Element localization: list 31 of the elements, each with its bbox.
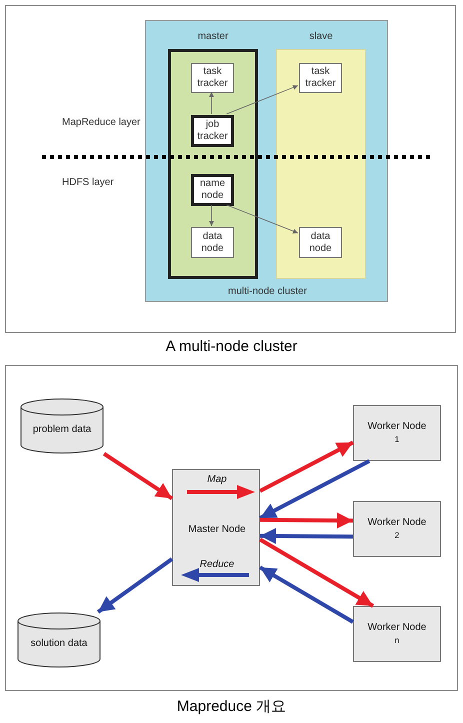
arrow (96, 557, 174, 614)
process-box: data node (299, 227, 342, 258)
process-box: task tracker (299, 63, 342, 93)
layer-label: HDFS layer (61, 177, 115, 189)
arrow (260, 528, 354, 544)
arrow (226, 85, 298, 114)
column-heading: master (196, 31, 230, 43)
map-label: Map (206, 474, 228, 486)
layer-label: MapReduce layer (61, 117, 142, 129)
cylinder-label: solution data (30, 638, 88, 650)
figure-caption: Mapreduce 개요 (176, 698, 288, 716)
node-label: Master Node (187, 524, 247, 536)
arrow (226, 204, 298, 234)
arrow (260, 512, 354, 528)
reduce-label: Reduce (198, 559, 236, 571)
process-box: task tracker (191, 63, 234, 93)
column-heading: slave (308, 31, 334, 43)
arrow (259, 459, 370, 520)
process-box: data node (191, 227, 234, 258)
panel-label: multi-node cluster (227, 286, 308, 298)
arrow (258, 566, 354, 624)
master-node-box (172, 469, 260, 586)
cylinder-label: problem data (32, 424, 92, 436)
highlighted-box: name node (191, 174, 234, 206)
figure-caption: A multi-node cluster (164, 338, 298, 356)
highlighted-box: job tracker (191, 115, 234, 147)
cluster-panel (145, 20, 388, 302)
arrow (209, 92, 214, 114)
arrow (102, 452, 174, 500)
arrow (209, 204, 214, 226)
arrow (258, 538, 374, 608)
